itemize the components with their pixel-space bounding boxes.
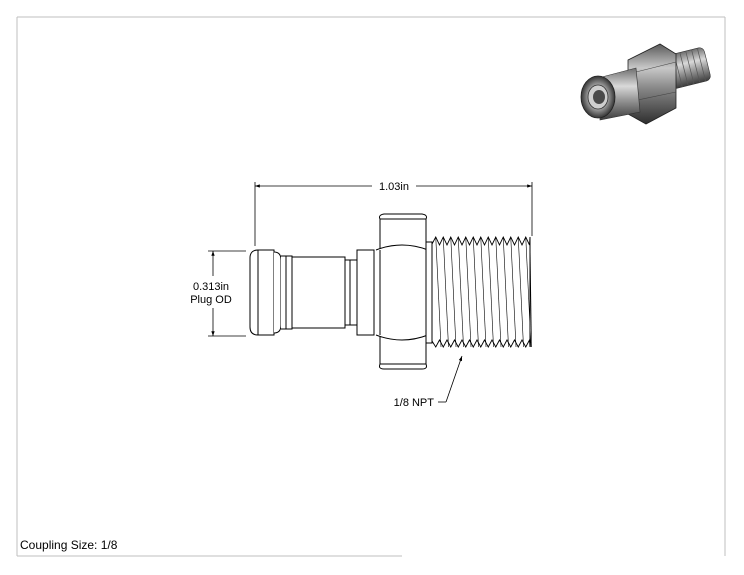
thread-crest-line xyxy=(472,236,479,348)
length-dimension-label: 1.03in xyxy=(379,181,409,193)
length-dimension xyxy=(254,182,533,246)
thread-crest-line xyxy=(487,236,494,348)
npt-thread xyxy=(431,235,532,348)
thread-crest-line xyxy=(457,236,464,348)
thread-bottom-profile xyxy=(431,338,531,348)
thread-crest-line xyxy=(435,236,442,348)
sheet-border xyxy=(16,16,726,557)
thread-callout-leader xyxy=(438,355,463,403)
thread-crest-line xyxy=(517,236,524,348)
thread-crest-line xyxy=(465,236,472,348)
plug-od-value: 0.313in xyxy=(193,281,229,293)
thread-crest-line xyxy=(502,236,509,348)
thread-crest-line xyxy=(450,236,457,348)
thread-callout-label: 1/8 NPT xyxy=(394,397,435,409)
plug-od-dimension xyxy=(208,250,246,337)
thread-crest-line xyxy=(510,236,517,348)
coupling-3d-preview-icon xyxy=(580,43,711,125)
plug-od-label: Plug OD xyxy=(190,294,232,306)
thread-crest-line xyxy=(480,236,487,348)
coupling-side-view xyxy=(249,213,532,370)
thread-crest-line xyxy=(495,236,502,348)
thread-top-profile xyxy=(431,235,531,247)
thread-crest-line xyxy=(442,236,449,348)
coupling-size-caption: Coupling Size: 1/8 xyxy=(20,538,118,552)
